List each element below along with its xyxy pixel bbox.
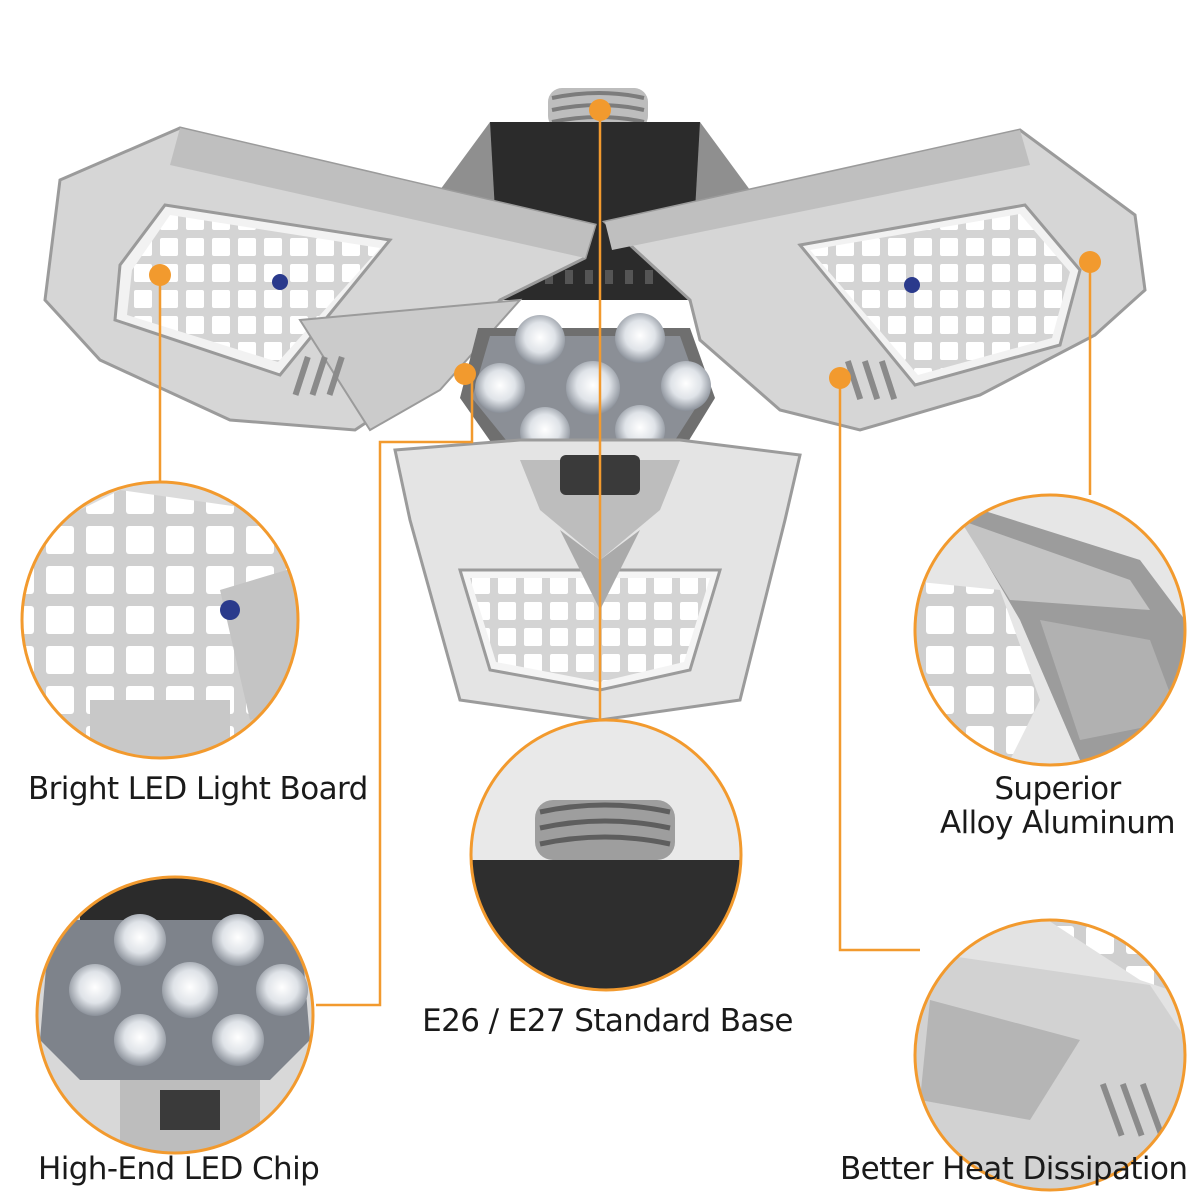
detail-light-board	[20, 480, 300, 760]
callout-dots	[149, 99, 1101, 389]
bottom-wing-panel	[393, 438, 802, 722]
label-heat-dissipation: Better Heat Dissipation	[840, 1151, 1188, 1187]
detail-led-chip	[35, 875, 315, 1155]
label-led-chip: High-End LED Chip	[38, 1151, 320, 1187]
detail-standard-base	[469, 718, 743, 992]
left-wing-panel	[43, 126, 597, 432]
label-light-board: Bright LED Light Board	[28, 771, 368, 807]
label-alloy-line1: Superior	[994, 771, 1121, 807]
detail-alloy-aluminum	[913, 493, 1187, 767]
lamp-main	[43, 88, 1147, 722]
detail-heat-dissipation	[913, 918, 1187, 1192]
label-standard-base: E26 / E27 Standard Base	[422, 1003, 793, 1039]
right-wing-panel	[601, 128, 1147, 432]
label-alloy-line2: Alloy Aluminum	[940, 805, 1176, 841]
center-led-chip-board	[460, 313, 715, 457]
